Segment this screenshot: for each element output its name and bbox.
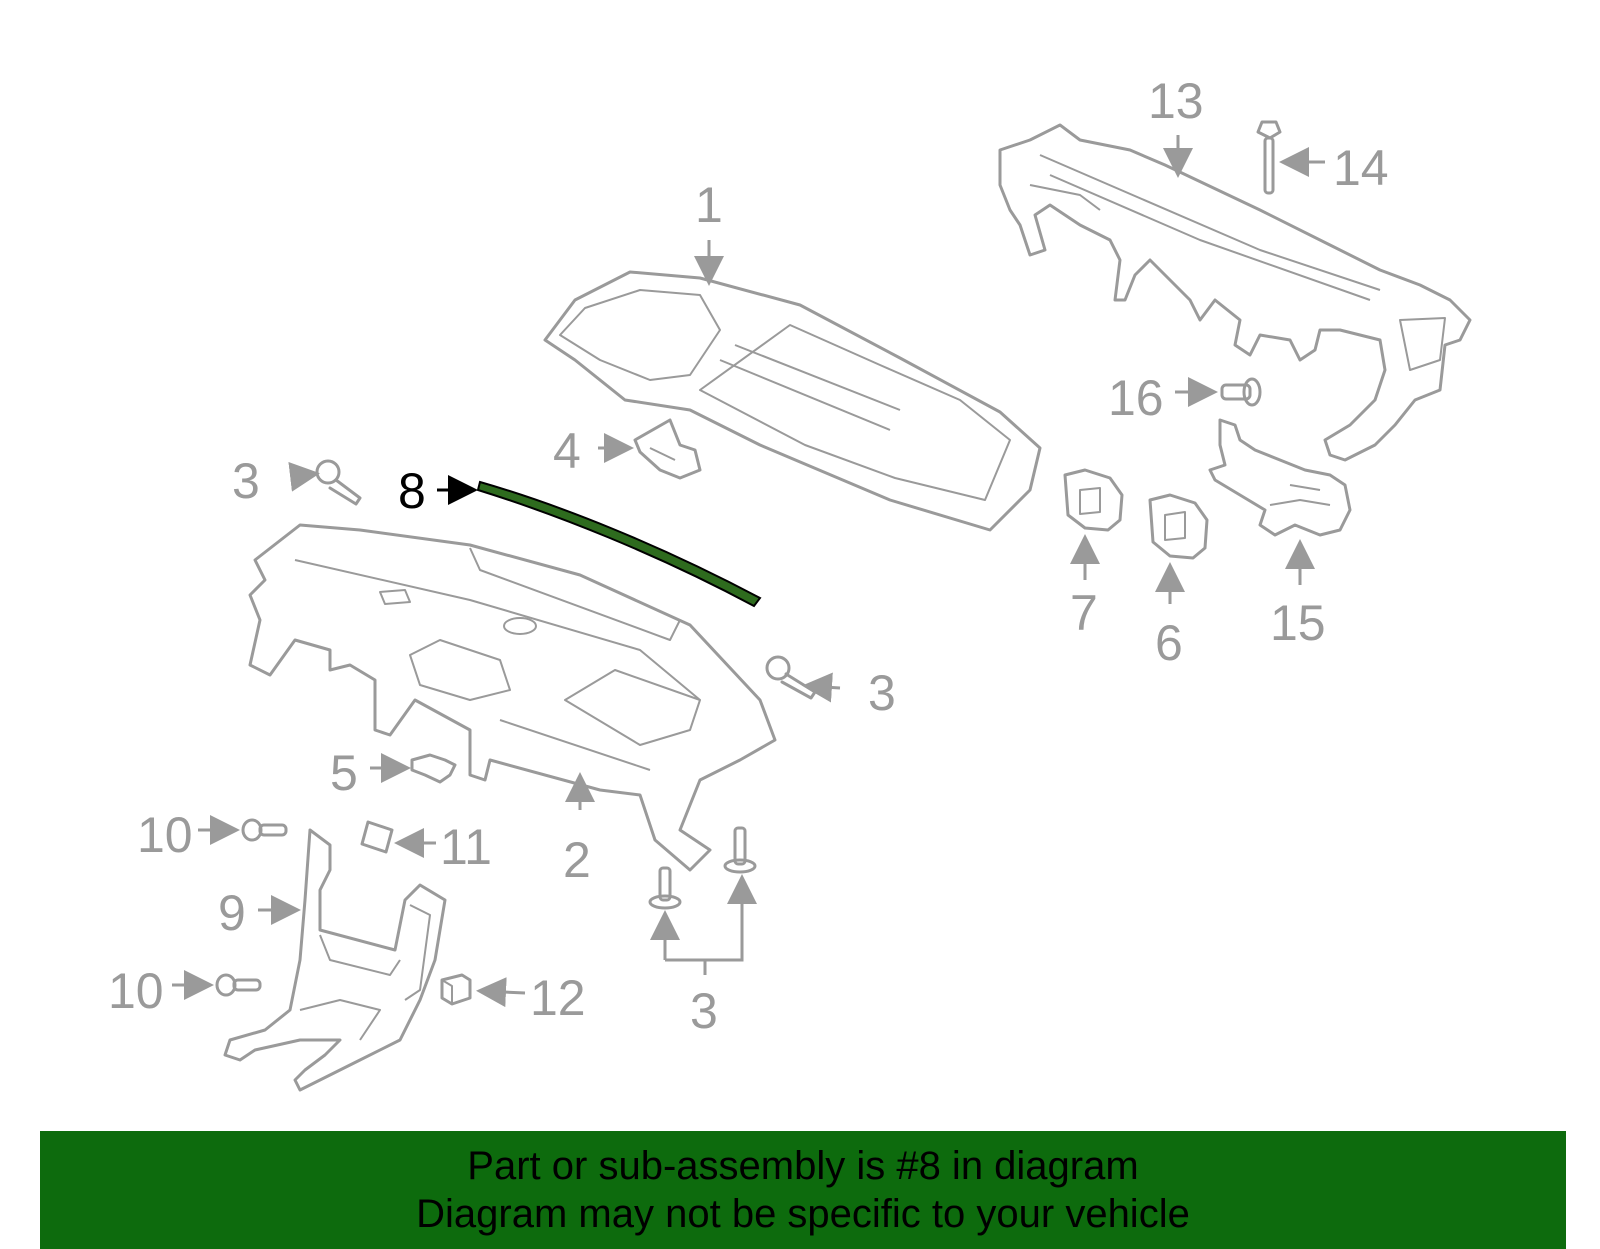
part-14-long-bolt [1256, 120, 1282, 195]
callout-3-right: 3 [868, 665, 896, 721]
part-8-highlighted-strip [476, 480, 762, 608]
callout-9: 9 [218, 885, 246, 941]
callout-5: 5 [330, 745, 358, 801]
part-5-clip [410, 753, 457, 784]
callout-4: 4 [553, 423, 581, 479]
part-6-clip [1148, 493, 1209, 560]
part-3-screw-right [765, 655, 817, 700]
part-3-bolt-left [648, 866, 682, 910]
part-2-instrument-panel [248, 523, 777, 872]
callout-14: 14 [1333, 140, 1389, 196]
callout-13: 13 [1148, 73, 1204, 129]
callout-10-upper: 10 [137, 807, 193, 863]
callout-3-top-left: 3 [232, 453, 260, 509]
banner-line-2: Diagram may not be specific to your vehi… [416, 1192, 1190, 1236]
part-13-cross-car-beam [998, 123, 1472, 462]
part-15-bracket [1208, 418, 1352, 537]
callout-15: 15 [1270, 595, 1326, 651]
callout-1: 1 [695, 177, 723, 233]
part-3-bolt-right [723, 826, 757, 874]
callout-7: 7 [1070, 585, 1098, 641]
part-1-dash-top-cover [543, 270, 1042, 532]
callout-8: 8 [398, 463, 426, 519]
part-7-clip [1063, 468, 1124, 532]
part-16-bolt [1220, 377, 1262, 407]
part-4-bracket [633, 418, 702, 480]
callout-12: 12 [530, 970, 586, 1026]
part-12-nut [440, 973, 472, 1006]
leader-lines [172, 135, 1325, 1008]
callout-16: 16 [1108, 370, 1164, 426]
banner-line-1: Part or sub-assembly is #8 in diagram [467, 1144, 1139, 1188]
part-10-screw-upper [241, 818, 288, 842]
callout-2: 2 [563, 832, 591, 888]
part-9-center-panel [223, 828, 447, 1092]
callout-6: 6 [1155, 615, 1183, 671]
part-10-screw-lower [215, 973, 262, 997]
callout-3-bottom: 3 [690, 983, 718, 1039]
part-11-clip [360, 820, 394, 854]
info-banner: Part or sub-assembly is #8 in diagram Di… [40, 1131, 1566, 1249]
callout-labels: 1 2 3 3 3 4 5 6 7 8 9 10 10 11 12 13 14 … [108, 73, 1389, 1039]
callout-11: 11 [440, 819, 492, 875]
part-3-screw-top-left [315, 459, 362, 506]
callout-10-lower: 10 [108, 963, 164, 1019]
parts-diagram: 1 2 3 3 3 4 5 6 7 8 9 10 10 11 12 13 14 … [108, 73, 1472, 1092]
